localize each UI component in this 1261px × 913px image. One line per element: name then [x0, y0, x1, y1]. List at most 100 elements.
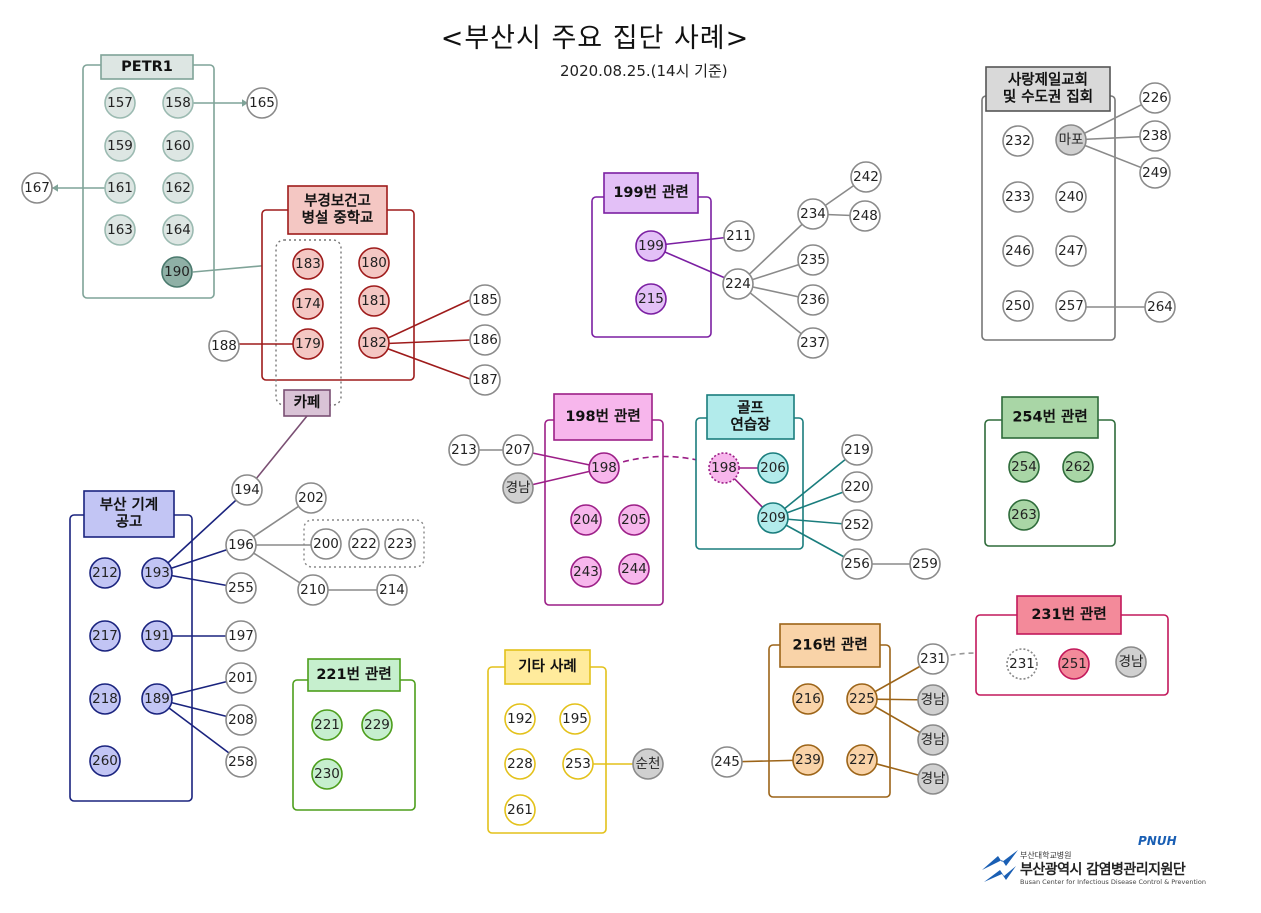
- g221-label-text: 221번 관련: [316, 665, 391, 683]
- case-node: [162, 87, 194, 119]
- case-node: [757, 502, 789, 534]
- case-node: [225, 746, 257, 778]
- busan-machine-label-text: 부산 기계: [100, 497, 158, 514]
- case-node: [376, 574, 408, 606]
- case-node: [502, 472, 534, 504]
- case-label: 206: [760, 460, 786, 476]
- g199-label-box: [603, 172, 699, 214]
- case-label: 243: [573, 564, 599, 580]
- case-label: 159: [107, 138, 133, 154]
- case-node: [570, 556, 602, 588]
- case-label: 230: [314, 766, 340, 782]
- arrow-head-icon: [242, 99, 248, 107]
- case-node: [757, 452, 789, 484]
- case-label: 180: [361, 255, 387, 271]
- case-label: 249: [1142, 165, 1168, 181]
- case-label: 248: [852, 208, 878, 224]
- case-node: [104, 214, 136, 246]
- case-node: [141, 557, 173, 589]
- case-label: 161: [107, 180, 133, 196]
- case-label: 245: [714, 754, 740, 770]
- case-label: 167: [24, 180, 50, 196]
- case-node: [797, 284, 829, 316]
- case-node: [104, 130, 136, 162]
- case-label: 163: [107, 222, 133, 238]
- case-node: [89, 620, 121, 652]
- case-label: 188: [211, 338, 237, 354]
- case-node: [141, 620, 173, 652]
- logo-hospital-name: 부산대학교병원: [1020, 851, 1072, 860]
- case-node: [841, 548, 873, 580]
- case-node: [89, 683, 121, 715]
- case-node: [246, 87, 278, 119]
- case-label: 250: [1005, 298, 1031, 314]
- case-node: [1115, 646, 1147, 678]
- connector-line: [738, 213, 814, 285]
- case-label: 235: [800, 252, 826, 268]
- case-label: 215: [638, 291, 664, 307]
- case-node: [797, 327, 829, 359]
- case-label: 183: [295, 256, 321, 272]
- case-label: 174: [295, 296, 321, 312]
- case-label: 160: [165, 138, 191, 154]
- case-node: [797, 198, 829, 230]
- case-node: [502, 434, 534, 466]
- case-label: 226: [1142, 90, 1168, 106]
- case-node: [469, 284, 501, 316]
- case-node: [231, 474, 263, 506]
- case-node: [850, 161, 882, 193]
- case-label: 264: [1147, 299, 1173, 315]
- case-label: 208: [228, 712, 254, 728]
- case-label: 217: [92, 628, 118, 644]
- g199-label-text: 199번 관련: [613, 183, 688, 201]
- case-label: 254: [1011, 459, 1037, 475]
- case-node: [841, 434, 873, 466]
- case-node: [1006, 648, 1038, 680]
- case-label: 242: [853, 169, 879, 185]
- case-label: 221: [314, 717, 340, 733]
- connector-line: [374, 299, 471, 345]
- case-node: [225, 620, 257, 652]
- case-label: 197: [228, 628, 254, 644]
- cafe-cluster-outline: [275, 239, 342, 406]
- g199-frame: [591, 196, 712, 338]
- petr1-label-box: [100, 54, 194, 80]
- case-label: 187: [472, 372, 498, 388]
- case-node: [358, 285, 390, 317]
- case-label: 246: [1005, 243, 1031, 259]
- case-node: [358, 247, 390, 279]
- case-node: [292, 328, 324, 360]
- case-node: [917, 763, 949, 795]
- case-label: 247: [1058, 243, 1084, 259]
- case-label: 222: [351, 536, 377, 552]
- cafe-label-box: [283, 389, 331, 417]
- case-label: 192: [507, 711, 533, 727]
- case-label: 182: [361, 335, 387, 351]
- case-label: 212: [92, 565, 118, 581]
- case-node: [311, 709, 343, 741]
- case-label: 200: [313, 536, 339, 552]
- case-label: 240: [1058, 189, 1084, 205]
- connector-line: [156, 698, 242, 763]
- case-node: [841, 509, 873, 541]
- case-node: [708, 452, 740, 484]
- case-node: [797, 244, 829, 276]
- logo-center-name: 부산광역시 감염병관리지원단: [1020, 862, 1186, 878]
- case-node: [846, 683, 878, 715]
- case-node: [89, 557, 121, 589]
- case-node: [504, 703, 536, 735]
- case-node: [162, 214, 194, 246]
- case-node: [469, 324, 501, 356]
- case-node: [792, 683, 824, 715]
- case-label: 231: [1009, 656, 1035, 672]
- case-label: 210: [300, 582, 326, 598]
- case-label: 216: [795, 691, 821, 707]
- case-node: [89, 745, 121, 777]
- g254-label-box: [1001, 396, 1099, 439]
- case-label: 237: [800, 335, 826, 351]
- connector-line: [374, 339, 471, 345]
- case-node: [297, 574, 329, 606]
- case-node: [104, 87, 136, 119]
- case-label: 경남: [1119, 654, 1144, 670]
- case-node: [1055, 290, 1087, 322]
